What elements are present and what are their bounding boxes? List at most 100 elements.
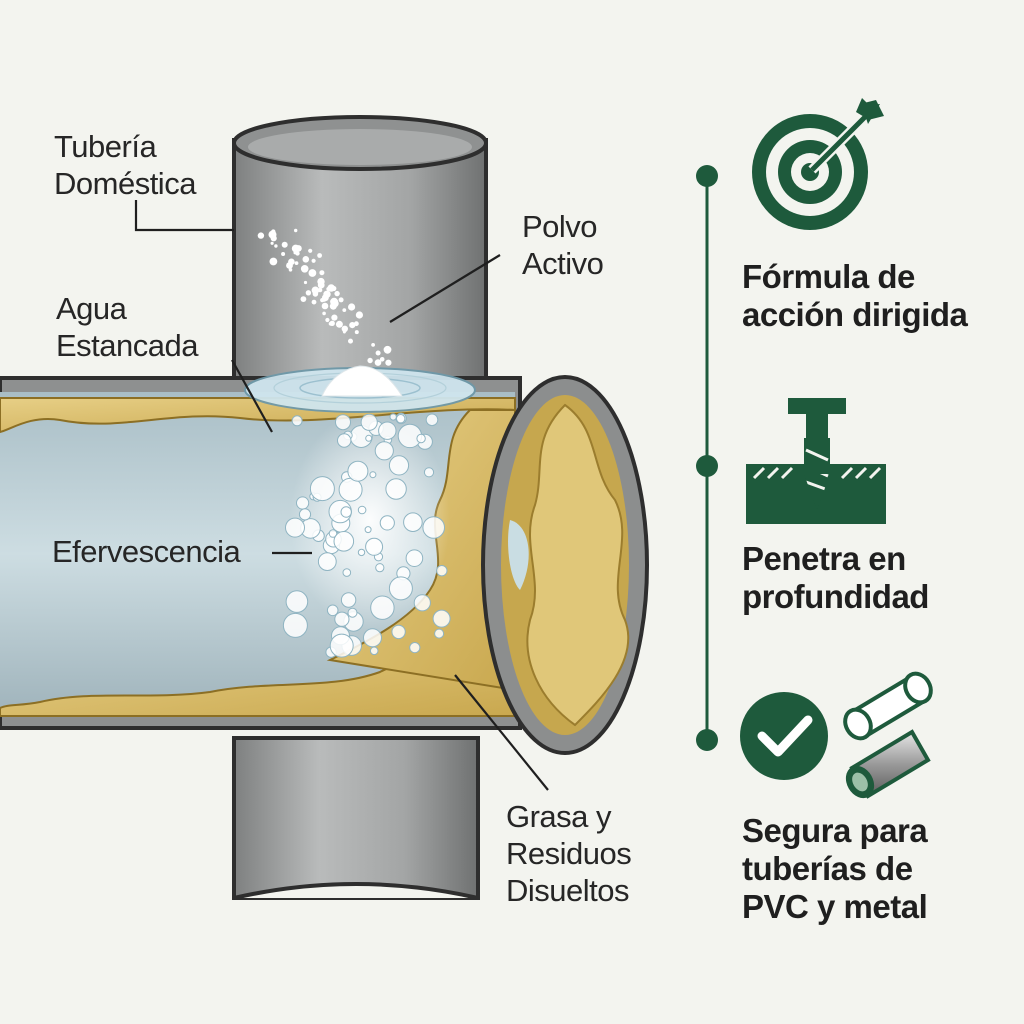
bubble bbox=[389, 413, 397, 421]
powder-particle bbox=[281, 252, 286, 256]
powder-particle bbox=[320, 298, 325, 303]
powder-particle bbox=[341, 325, 348, 332]
bubble bbox=[309, 476, 335, 502]
bubble bbox=[375, 563, 385, 573]
target-arrow-icon bbox=[752, 98, 884, 230]
bubble bbox=[337, 433, 352, 448]
bubble bbox=[413, 594, 431, 612]
effervescence-label: Efervescencia bbox=[52, 534, 241, 569]
powder-particle bbox=[308, 269, 317, 277]
powder-particle bbox=[355, 311, 363, 319]
powder-particle bbox=[383, 345, 392, 354]
powder-particle bbox=[338, 297, 344, 303]
bubble bbox=[285, 517, 305, 538]
bubble bbox=[403, 512, 423, 533]
leader-lines bbox=[134, 200, 549, 791]
bubble bbox=[436, 565, 448, 577]
benefit-deep-penetration: Penetra en profundidad bbox=[742, 540, 929, 615]
powder-particle bbox=[331, 314, 338, 321]
powder-particle bbox=[305, 290, 312, 296]
bubble bbox=[335, 414, 351, 431]
bubble bbox=[298, 508, 312, 521]
upper-pipe bbox=[232, 115, 488, 392]
bubble bbox=[388, 455, 410, 476]
powder-particle bbox=[257, 232, 265, 239]
powder-particle bbox=[269, 257, 278, 266]
powder-particle bbox=[385, 359, 392, 366]
powder-particle bbox=[375, 350, 381, 356]
benefits-timeline bbox=[696, 165, 718, 751]
falling-powder bbox=[257, 228, 392, 366]
powder-particle bbox=[270, 241, 274, 245]
powder-particle bbox=[319, 270, 325, 276]
bubble bbox=[334, 611, 350, 627]
powder-particle bbox=[348, 303, 356, 311]
bubble bbox=[340, 506, 352, 518]
bubble bbox=[365, 434, 373, 442]
bubble bbox=[374, 441, 394, 461]
bubble bbox=[340, 592, 357, 608]
powder-particle bbox=[328, 321, 333, 326]
powder-particle bbox=[300, 265, 309, 273]
bubble bbox=[342, 568, 352, 577]
bubble bbox=[333, 531, 355, 552]
bubble bbox=[432, 609, 451, 628]
powder-particle bbox=[311, 258, 316, 263]
bubble bbox=[291, 415, 303, 427]
powder-particle bbox=[317, 253, 322, 258]
powder-particle bbox=[274, 244, 278, 248]
powder-particle bbox=[327, 284, 336, 292]
bubble bbox=[296, 496, 310, 510]
benefit-safe-pipes: Segura para tuberías de PVC y metal bbox=[742, 812, 928, 925]
powder-particle bbox=[331, 299, 339, 308]
powder-particle bbox=[348, 338, 353, 344]
powder-particle bbox=[308, 248, 313, 253]
powder-particle bbox=[349, 322, 356, 329]
check-pipes-icon bbox=[740, 671, 933, 799]
bubble bbox=[360, 413, 378, 431]
bubble bbox=[409, 642, 421, 654]
pipe-label: Tubería Doméstica bbox=[54, 129, 196, 201]
bubble bbox=[388, 576, 413, 601]
powder-particle bbox=[335, 320, 343, 328]
bubble bbox=[329, 633, 354, 658]
bubble bbox=[370, 595, 395, 620]
bubble bbox=[326, 604, 339, 617]
powder-particle bbox=[317, 281, 325, 289]
powder-particle bbox=[291, 244, 300, 253]
bubble bbox=[357, 548, 366, 557]
water-label: Agua Estancada bbox=[56, 291, 199, 363]
pvc-pipe-icon bbox=[843, 671, 933, 741]
grease-label: Grasa y Residuos Disueltos bbox=[506, 799, 632, 908]
powder-particle bbox=[281, 241, 288, 248]
bubble bbox=[422, 516, 446, 539]
bubble bbox=[385, 478, 407, 500]
powder-particle bbox=[371, 343, 375, 347]
powder-particle bbox=[268, 230, 277, 239]
powder-particle bbox=[311, 299, 317, 305]
powder-particle bbox=[322, 311, 326, 316]
powder-particle bbox=[325, 317, 330, 323]
bubble bbox=[391, 624, 406, 640]
powder-particle bbox=[354, 330, 359, 335]
powder-pile bbox=[321, 365, 403, 397]
bubble bbox=[416, 433, 426, 444]
powder-particle bbox=[342, 308, 347, 312]
bubble bbox=[423, 467, 435, 478]
powder-label: Polvo Activo bbox=[522, 209, 604, 281]
powder-particle bbox=[379, 357, 385, 362]
bubble bbox=[425, 413, 439, 427]
powder-particle bbox=[288, 268, 293, 272]
powder-particle bbox=[312, 291, 319, 297]
powder-particle bbox=[323, 290, 331, 298]
bubble bbox=[363, 628, 382, 648]
pipe-opening bbox=[481, 375, 649, 755]
lower-pipe bbox=[232, 736, 480, 900]
powder-particle bbox=[374, 359, 382, 366]
effervescence-bubbles bbox=[282, 412, 451, 658]
bubble bbox=[434, 628, 445, 639]
bubble bbox=[328, 529, 338, 538]
bubble bbox=[378, 421, 397, 440]
bubble bbox=[347, 460, 369, 482]
